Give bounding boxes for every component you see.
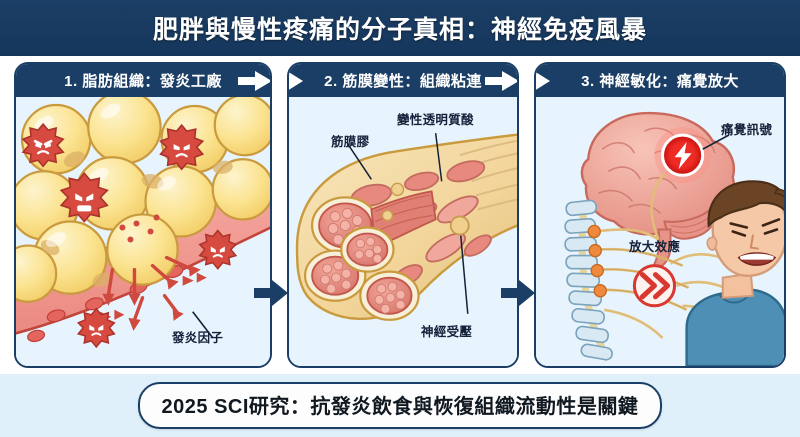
- conclusion-banner-text: 2025 SCI研究：抗發炎飲食與恢復組織流動性是關鍵: [161, 396, 639, 418]
- connector-arrow-panel1-to-panel2: [254, 280, 288, 306]
- fascia-cross-section-diagram: [289, 97, 517, 366]
- panel-fascia-degeneration: 2. 筋膜變性：組織粘連: [287, 62, 519, 368]
- panel-2-illustration: 筋膜膠 變性透明質酸 神經受壓: [289, 97, 517, 366]
- panel-1-illustration: 發炎因子: [16, 97, 270, 366]
- leader-line-nerve-compression: [460, 235, 469, 314]
- callout-nerve-compression: 神經受壓: [421, 325, 473, 339]
- eyebrows-furrowed: [729, 218, 781, 229]
- panel-3-illustration: 痛覺訊號 放大效應: [536, 97, 784, 366]
- callout-denatured-hyaluronic-acid: 變性透明質酸: [397, 113, 474, 127]
- callout-fascia-glue: 筋膜膠: [331, 135, 370, 149]
- compressed-nerve: [381, 182, 470, 236]
- leader-line-inflammatory-factor: [192, 311, 214, 339]
- released-molecules: [119, 214, 160, 243]
- muscle-fascicles: [303, 190, 437, 321]
- leader-line-fascia-glue: [346, 142, 372, 180]
- header-arrow-right-icon: [485, 70, 517, 91]
- spine: [564, 199, 613, 362]
- page-title: 肥胖與慢性疼痛的分子真相：神經免疫風暴: [152, 16, 647, 44]
- connector-arrow-panel2-to-panel3: [501, 280, 535, 306]
- brain-spine-person-diagram: [536, 97, 784, 366]
- panel-1-header-label: 1. 脂肪組織：發炎工廠: [64, 73, 222, 90]
- header-arrow-left-tip-icon: [536, 71, 550, 90]
- callout-pain-signal: 痛覺訊號: [721, 123, 773, 137]
- mouth-grimace: [737, 252, 777, 266]
- title-bar: 肥胖與慢性疼痛的分子真相：神經免疫風暴: [0, 0, 800, 56]
- leader-line-pain-signal: [702, 134, 730, 150]
- muscle-fascicle: [359, 270, 420, 321]
- conclusion-banner: 2025 SCI研究：抗發炎飲食與恢復組織流動性是關鍵: [137, 382, 663, 429]
- pain-flash-badge: [654, 127, 711, 184]
- header-arrow-left-tip-icon: [289, 71, 303, 90]
- vertebrae: [564, 199, 613, 361]
- callout-amplification-effect: 放大效應: [629, 240, 681, 254]
- cytokine-arrowheads: [102, 264, 201, 331]
- header-arrow-right-icon: [238, 70, 270, 91]
- callout-inflammatory-factor: 發炎因子: [172, 331, 224, 345]
- panel-3-header-label: 3. 神經敏化：痛覺放大: [581, 73, 739, 90]
- nerve-roots: [587, 224, 607, 298]
- panel-2-header: 2. 筋膜變性：組織粘連: [289, 64, 517, 97]
- cell-highlights: [34, 103, 176, 247]
- panel-nerve-sensitization: 3. 神經敏化：痛覺放大: [534, 62, 786, 368]
- person-in-pain: [685, 180, 784, 366]
- panel-1-header: 1. 脂肪組織：發炎工廠: [16, 64, 270, 97]
- panel-adipose-tissue: 1. 脂肪組織：發炎工廠: [14, 62, 272, 368]
- panels-container: 1. 脂肪組織：發炎工廠: [0, 56, 800, 374]
- leader-lines: [346, 133, 469, 314]
- panel-3-header: 3. 神經敏化：痛覺放大: [536, 64, 784, 97]
- eyes-squinting: [731, 228, 779, 237]
- fat-cells-diagram: [16, 97, 270, 366]
- muscle-fascicle: [340, 226, 395, 273]
- leader-line-denatured-hyaluronic-acid: [434, 133, 443, 182]
- panel-2-header-label: 2. 筋膜變性：組織粘連: [324, 73, 482, 90]
- amplify-chevron-badge: [632, 264, 677, 308]
- brain-gyri: [597, 127, 716, 215]
- footer-bar: 2025 SCI研究：抗發炎飲食與恢復組織流動性是關鍵: [0, 374, 800, 437]
- inflammation-cells: [21, 122, 238, 349]
